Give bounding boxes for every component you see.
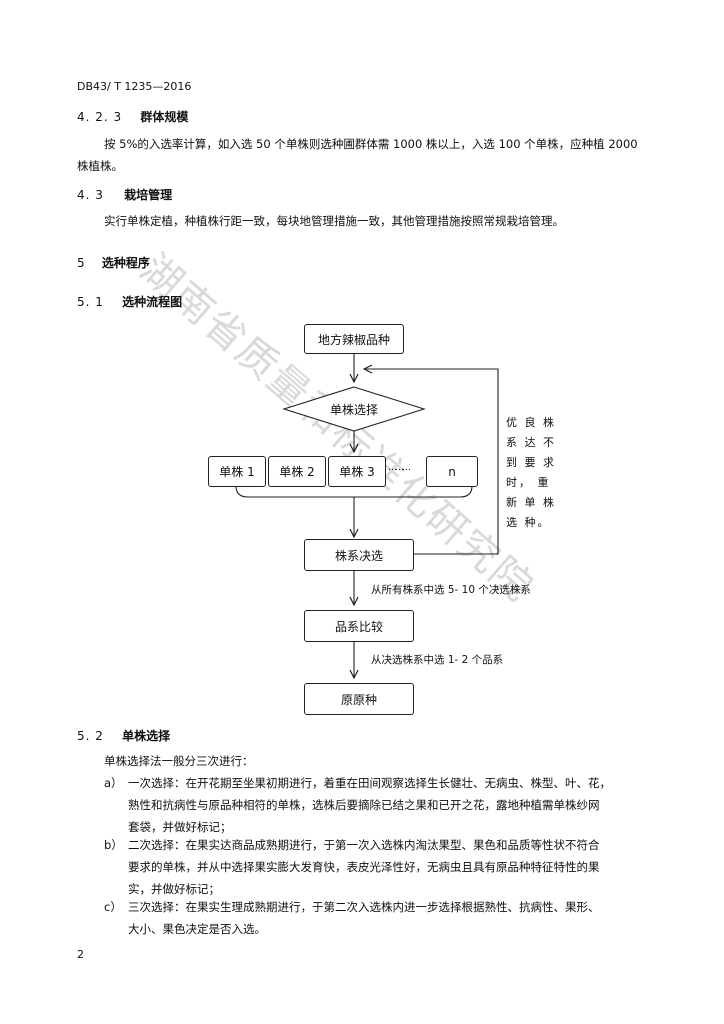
flow-plant-box-3: 单株 3 [328, 456, 386, 487]
flow-feedback-note: 优 良 株 系 达 不 到 要 求 时， 重 新 单 株 选 种。 [506, 413, 556, 533]
list-item-line: 大小、果色决定是否入选。 [128, 922, 266, 936]
flow-start-box: 地方辣椒品种 [304, 324, 404, 354]
list-item-line: 套袋，并做好标记； [128, 820, 232, 834]
document-code: DB43/ T 1235—2016 [77, 80, 192, 93]
list-item-b: 二次选择：在果实达商品成熟期进行，于第一次入选株内淘汰果型、果色和品质等性状不符… [128, 834, 600, 900]
feedback-line: 新 单 株 [506, 496, 556, 509]
section-4-2-3-body: 按 5%的入选率计算，如入选 50 个单株则选种圃群体需 1000 株以上，入选… [104, 137, 638, 151]
flow-compare-note: 从决选株系中选 1- 2 个品系 [371, 654, 504, 666]
section-number: 4. 3 [77, 188, 104, 202]
section-4-3-heading: 4. 3 栽培管理 [77, 186, 172, 203]
list-item-marker: b） [104, 838, 123, 852]
flow-final-box: 原原种 [304, 683, 414, 715]
flow-line-select-box: 株系决选 [304, 539, 414, 571]
section-number: 5. 1 [77, 295, 104, 309]
flow-plant-box-n: n [426, 456, 478, 487]
feedback-line: 选 种。 [506, 516, 551, 529]
list-item-c: 三次选择：在果实生理成熟期进行，于第二次入选株内进一步选择根据熟性、抗病性、果形… [128, 896, 600, 940]
feedback-line: 时， 重 [506, 476, 551, 489]
feedback-line: 优 良 株 [506, 416, 556, 429]
section-title: 单株选择 [122, 729, 171, 743]
flow-line-select-note: 从所有株系中选 5- 10 个决选株系 [371, 584, 531, 596]
section-5-heading: 5 选种程序 [77, 254, 150, 271]
flow-decision-label: 单株选择 [329, 403, 378, 417]
feedback-line: 到 要 求 [506, 456, 556, 469]
section-title: 群体规模 [140, 110, 189, 124]
section-4-3-body: 实行单株定植，种植株行距一致，每块地管理措施一致，其他管理措施按照常规栽培管理。 [104, 214, 564, 228]
flow-plant-ellipsis: ……… [388, 463, 411, 473]
flow-compare-box: 品系比较 [304, 610, 414, 642]
flow-plant-box-1: 单株 1 [208, 456, 266, 487]
section-number: 5. 2 [77, 729, 104, 743]
list-item-line: 三次选择：在果实生理成熟期进行，于第二次入选株内进一步选择根据熟性、抗病性、果形… [128, 900, 600, 914]
section-number: 4. 2. 3 [77, 110, 123, 124]
page-number: 2 [77, 948, 84, 961]
list-item-line: 要求的单株，并从中选择果实膨大发育快，表皮光泽性好，无病虫且具有原品种特征特性的… [128, 860, 600, 874]
list-item-a: 一次选择：在开花期至坐果初期进行，着重在田间观察选择生长健壮、无病虫、株型、叶、… [128, 772, 611, 838]
flow-plant-box-2: 单株 2 [268, 456, 326, 487]
section-5-2-intro: 单株选择法一般分三次进行： [104, 754, 254, 768]
section-title: 选种流程图 [122, 295, 183, 309]
list-item-marker: c） [104, 900, 122, 914]
list-item-marker: a） [104, 776, 123, 790]
section-title: 栽培管理 [124, 188, 173, 202]
section-number: 5 [77, 256, 86, 270]
list-item-line: 熟性和抗病性与原品种相符的单株，选株后要摘除已结之果和已开之花，露地种植需单株纱… [128, 798, 600, 812]
list-item-line: 实，并做好标记； [128, 882, 220, 896]
list-item-line: 二次选择：在果实达商品成熟期进行，于第一次入选株内淘汰果型、果色和品质等性状不符… [128, 838, 600, 852]
section-5-1-heading: 5. 1 选种流程图 [77, 293, 182, 310]
section-4-2-3-body-cont: 株植株。 [77, 159, 123, 173]
section-4-2-3-heading: 4. 2. 3 群体规模 [77, 108, 188, 125]
feedback-line: 系 达 不 [506, 436, 556, 449]
section-5-2-heading: 5. 2 单株选择 [77, 727, 170, 744]
section-title: 选种程序 [101, 256, 150, 270]
list-item-line: 一次选择：在开花期至坐果初期进行，着重在田间观察选择生长健壮、无病虫、株型、叶、… [128, 776, 611, 790]
